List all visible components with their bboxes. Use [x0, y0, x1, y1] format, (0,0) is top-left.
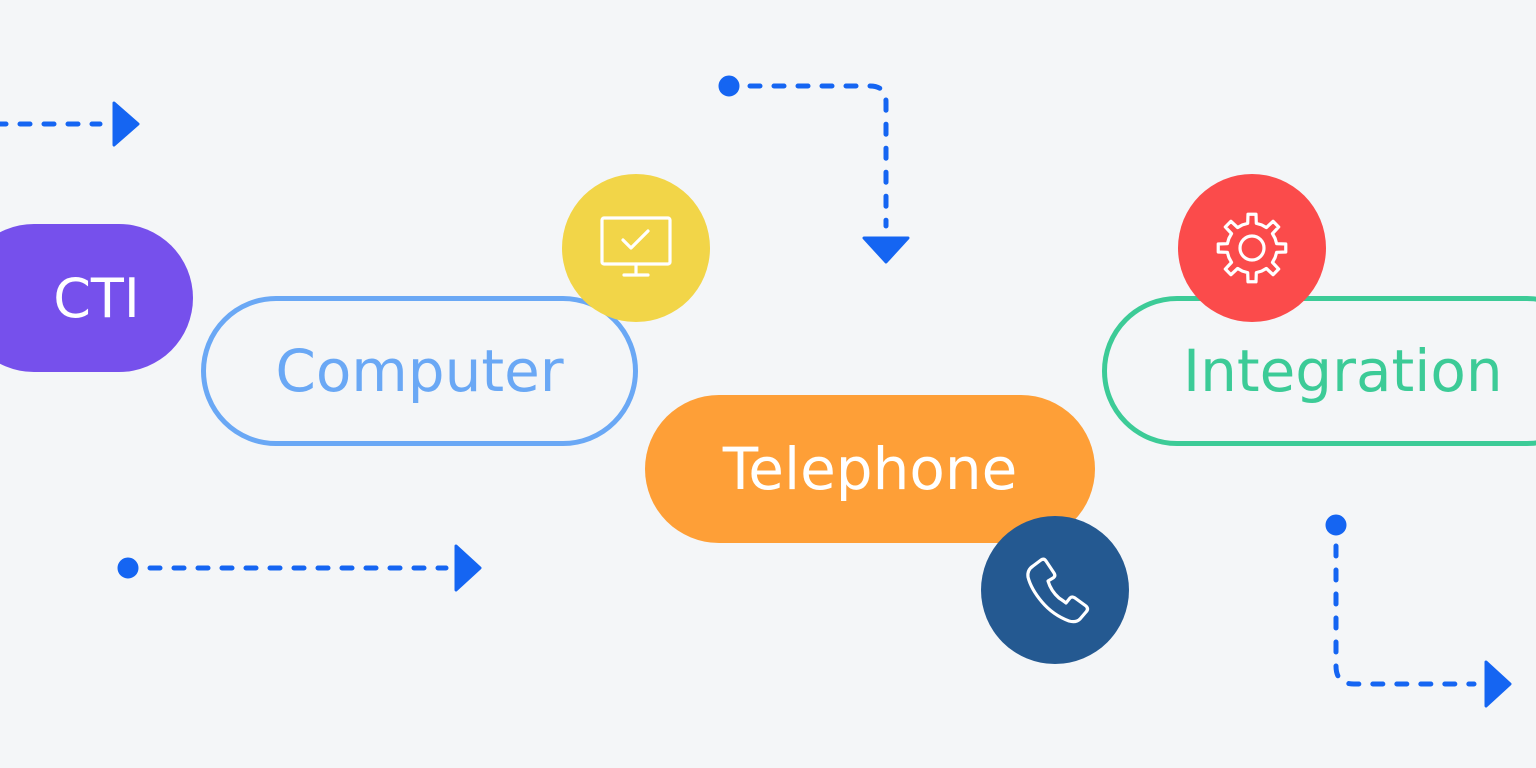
label-cti: CTI [53, 266, 140, 330]
pill-telephone: Telephone [645, 395, 1095, 543]
phone-badge [981, 516, 1129, 664]
phone-icon [1026, 557, 1090, 624]
arrow-bottom-left [117, 544, 482, 592]
gear-icon [1216, 212, 1288, 284]
gear-badge [1178, 174, 1326, 322]
arrow-top-center [718, 75, 910, 264]
monitor-check-icon [600, 216, 672, 277]
label-telephone: Telephone [722, 435, 1018, 503]
pill-computer: Computer [201, 296, 638, 446]
label-computer: Computer [275, 337, 564, 405]
monitor-badge [562, 174, 710, 322]
arrow-top-left [0, 101, 140, 147]
pill-integration: Integration [1102, 296, 1536, 446]
label-integration: Integration [1183, 337, 1503, 405]
arrow-bottom-right [1325, 514, 1512, 708]
pill-cti: CTI [0, 224, 193, 372]
